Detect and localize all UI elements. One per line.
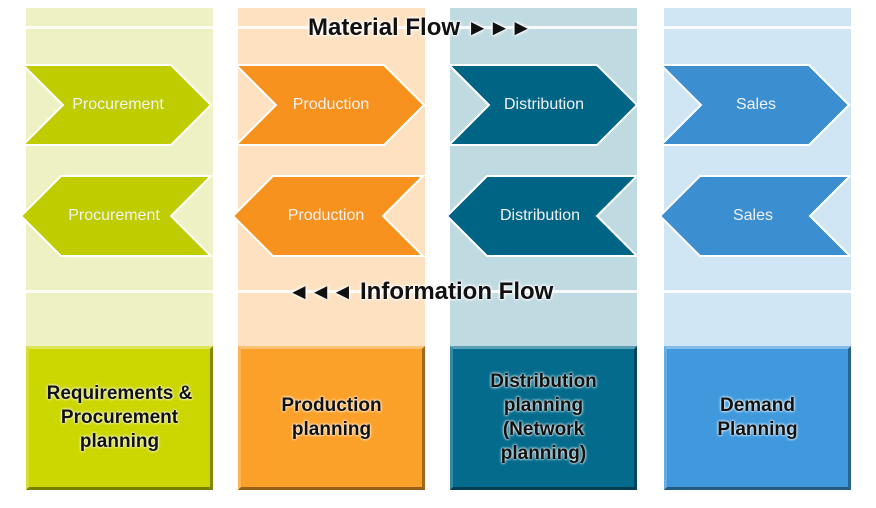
material-flow-label: Material Flow [308, 14, 461, 41]
planning-box-procurement: Requirements & Procurement planning [26, 346, 213, 490]
information-flow-heading: ◄◄◄ Information Flow [288, 278, 553, 306]
backward-chevron-sales: Sales [658, 175, 853, 257]
forward-label-production: Production [292, 96, 370, 113]
forward-chevron-sales: Sales [658, 64, 851, 146]
chevron-right-shape [446, 64, 639, 146]
planning-label-distribution: Distribution planning (Network planning) [490, 371, 597, 464]
planning-box-sales: Demand Planning [664, 346, 851, 490]
chevron-right-shape [658, 64, 851, 146]
forward-chevron-procurement: Procurement [20, 64, 213, 146]
forward-chevron-production: Production [233, 64, 426, 146]
material-flow-heading: Material Flow ►►► [308, 14, 532, 42]
left-arrows-icon: ◄◄◄ [288, 279, 354, 304]
planning-box-production: Production planning [238, 346, 425, 490]
information-flow-label: Information Flow [360, 278, 554, 305]
chevron-left-shape [445, 175, 640, 257]
forward-label-procurement: Procurement [72, 96, 164, 113]
planning-box-distribution: Distribution planning (Network planning) [450, 346, 637, 490]
chevron-left-shape [19, 175, 214, 257]
chevron-right-shape [20, 64, 213, 146]
planning-label-procurement: Requirements & Procurement planning [46, 383, 193, 452]
forward-label-sales: Sales [735, 96, 777, 113]
backward-label-sales: Sales [732, 207, 774, 224]
forward-label-distribution: Distribution [503, 96, 585, 113]
planning-label-production: Production planning [281, 395, 382, 440]
chevron-right-shape [233, 64, 426, 146]
backward-chevron-distribution: Distribution [445, 175, 640, 257]
material-flow-line [0, 26, 876, 29]
right-arrows-icon: ►►► [466, 15, 533, 40]
forward-chevron-distribution: Distribution [446, 64, 639, 146]
planning-label-sales: Demand Planning [717, 395, 798, 440]
backward-chevron-production: Production [231, 175, 426, 257]
backward-label-procurement: Procurement [68, 207, 160, 224]
chevron-left-shape [658, 175, 853, 257]
information-flow-line [0, 290, 876, 293]
backward-label-production: Production [287, 207, 365, 224]
backward-chevron-procurement: Procurement [19, 175, 214, 257]
chevron-left-shape [231, 175, 426, 257]
backward-label-distribution: Distribution [499, 207, 581, 224]
